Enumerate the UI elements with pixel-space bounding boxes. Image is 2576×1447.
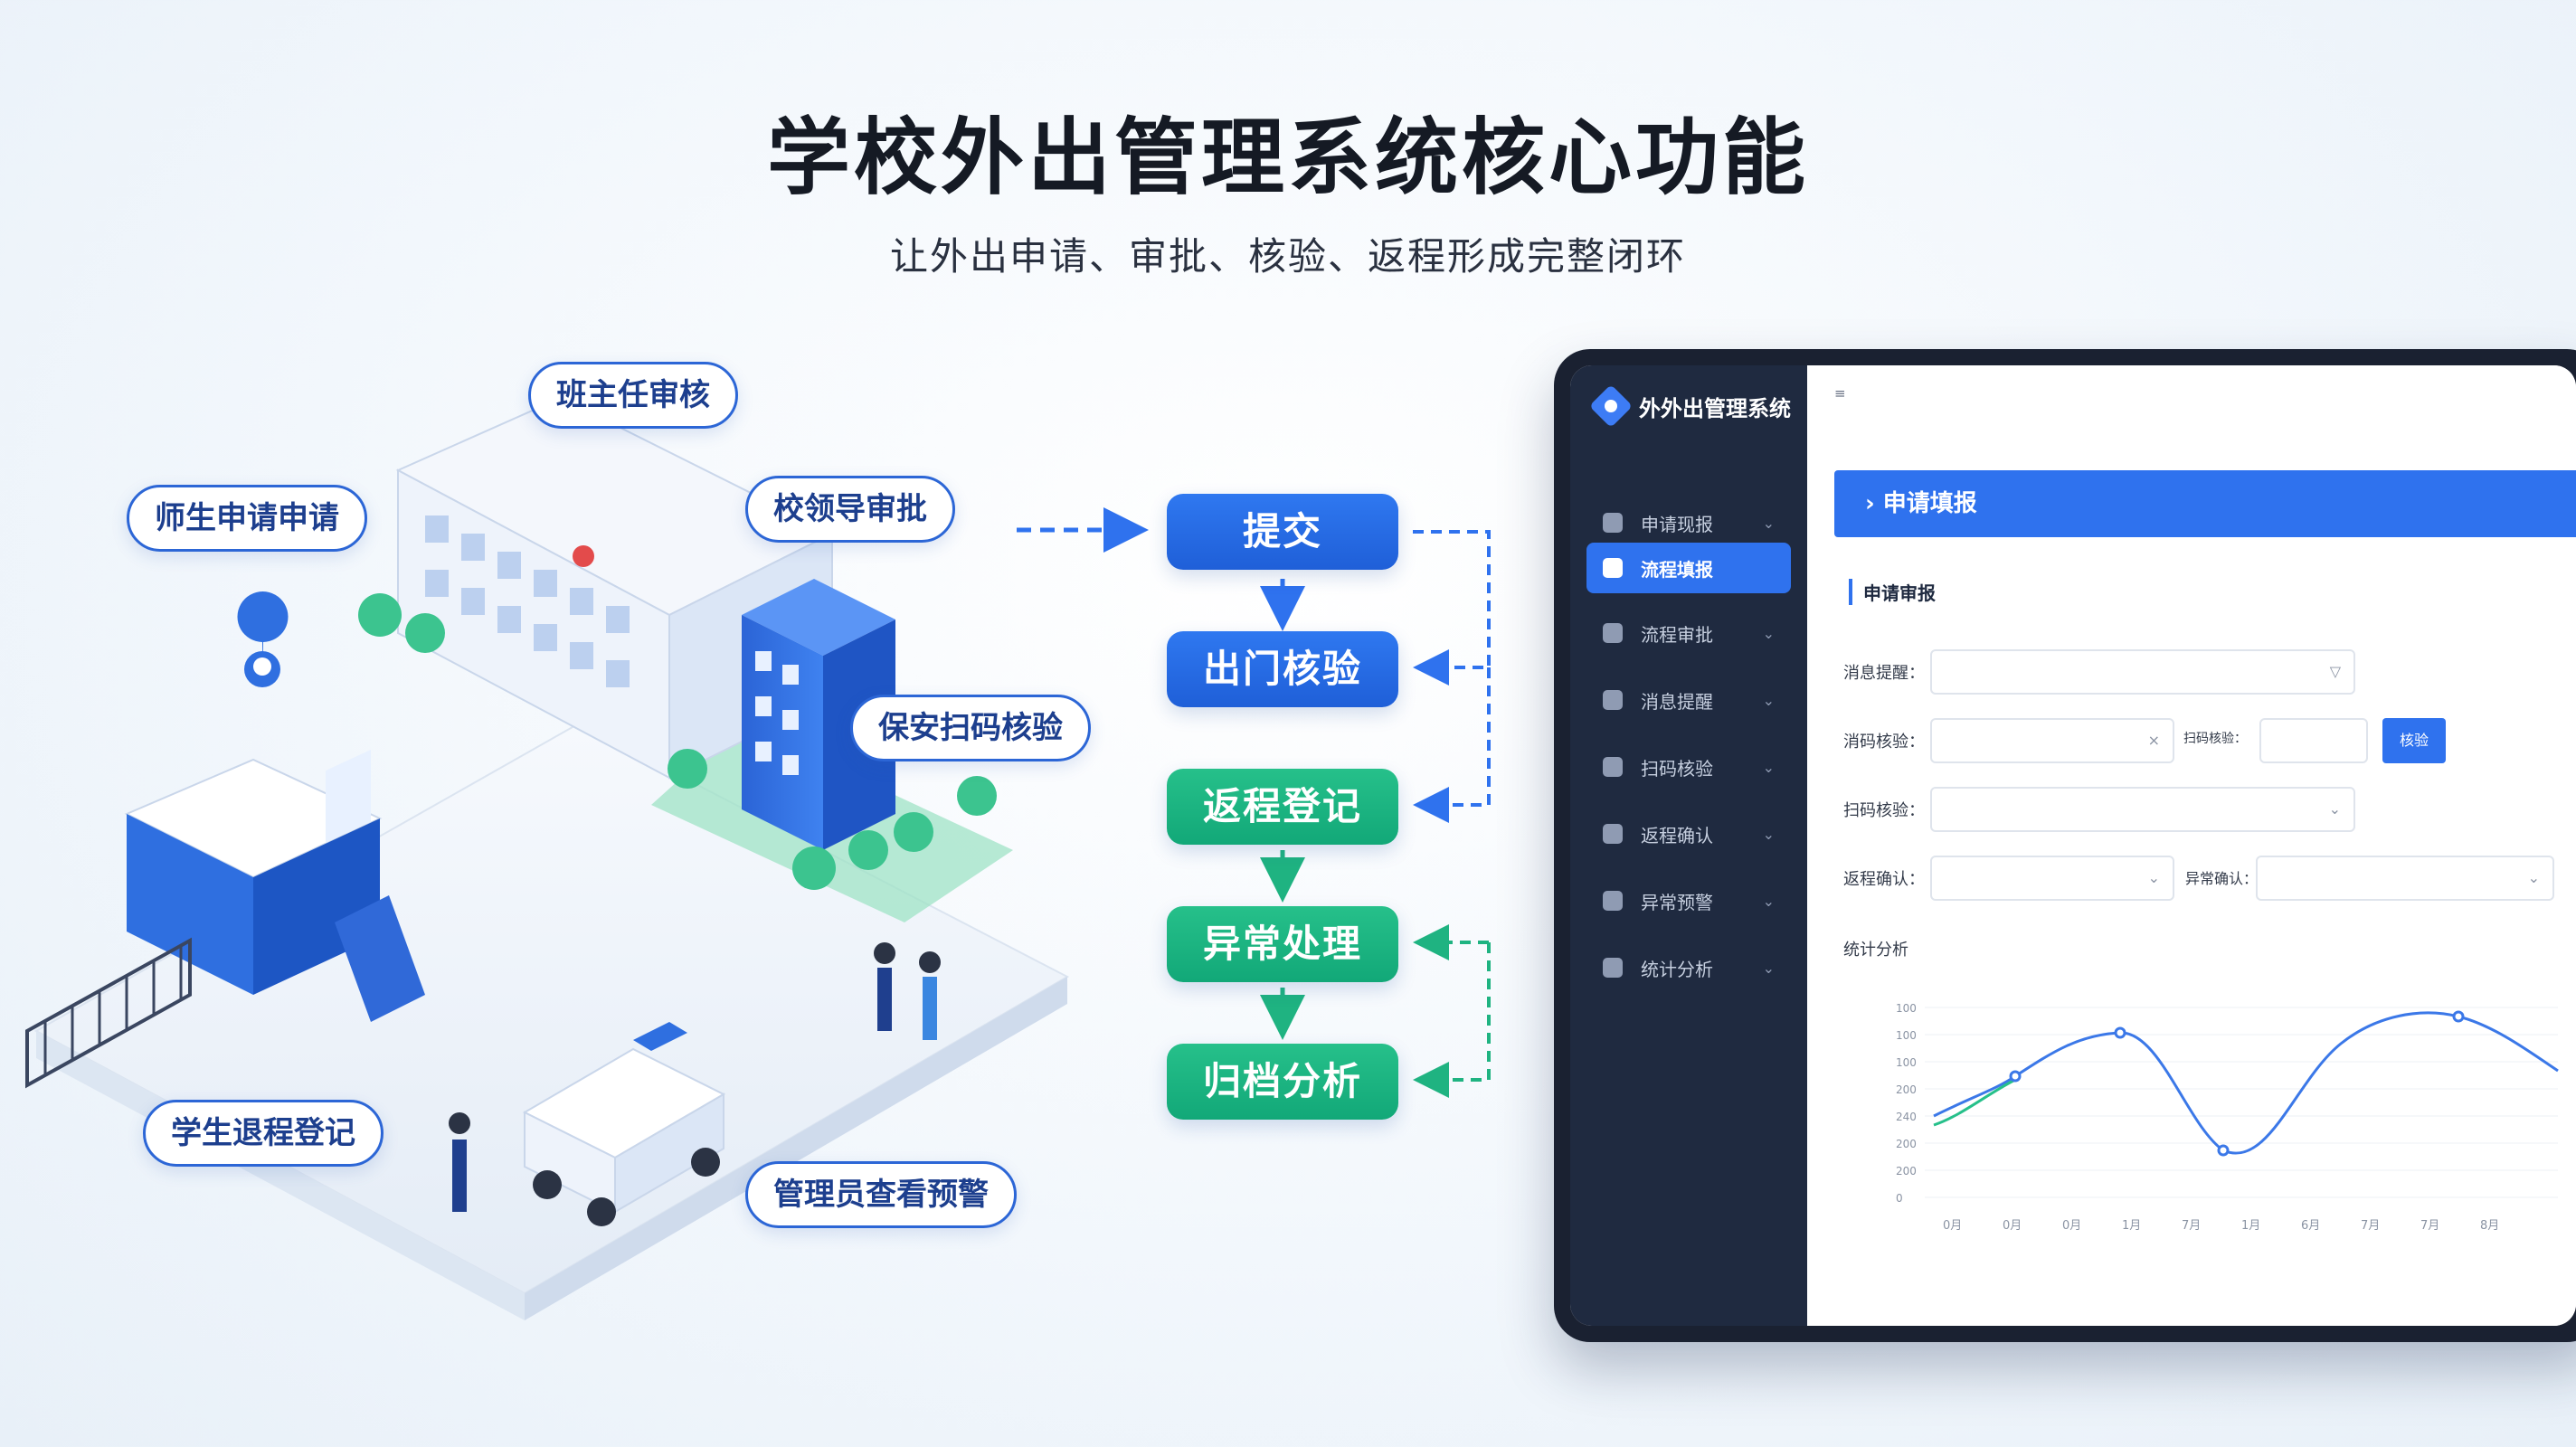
sidebar-item-label: 返程确认	[1641, 824, 1713, 846]
verify-button[interactable]: 核验	[2382, 718, 2446, 763]
sidebar-item-return-confirm[interactable]: 返程确认 ⌄	[1586, 809, 1791, 859]
chevron-down-icon: ⌄	[1762, 825, 1775, 843]
sidebar-item-process-fill[interactable]: 流程填报	[1586, 543, 1791, 593]
scan-code-input[interactable]	[2259, 718, 2368, 763]
exception-confirm-select[interactable]: ⌄	[2256, 856, 2554, 901]
chevron-down-icon: ⌄	[1762, 892, 1775, 910]
page-title: 学校外出管理系统核心功能	[766, 109, 1809, 206]
form-section-title: 申请审报	[1849, 579, 1936, 605]
chart-icon	[1603, 958, 1623, 978]
section-banner[interactable]: › 申请填报	[1834, 470, 2576, 537]
sidebar-item-label: 申请现报	[1641, 513, 1713, 535]
y-tick: 200	[1896, 1138, 1917, 1150]
callout-teacher-student-apply: 师生申请申请	[127, 485, 367, 552]
home-icon	[1603, 513, 1623, 533]
message-reminder-select[interactable]: ▽	[1930, 649, 2355, 695]
chevron-down-icon: ⌄	[2328, 800, 2341, 818]
chevron-down-icon: ⌄	[1762, 514, 1775, 532]
field-label: 返程确认：	[1843, 870, 1925, 889]
sidebar-item-label: 流程填报	[1641, 558, 1713, 581]
y-tick: 0	[1896, 1192, 1903, 1205]
scan-verify-select[interactable]: ⌄	[1930, 787, 2355, 832]
flow-connectors	[1017, 507, 1491, 1098]
breadcrumb[interactable]: ≡	[1834, 385, 1846, 402]
user-alert-icon	[1603, 891, 1623, 911]
gear-icon	[1603, 824, 1623, 844]
y-tick: 100	[1896, 1002, 1917, 1015]
sidebar: 外外出管理系统 申请现报 ⌄ 流程填报 流程审批 ⌄ 消息提醒 ⌄ 扫码核验 ⌄	[1570, 365, 1807, 1326]
sidebar-item-label: 异常预警	[1641, 891, 1713, 913]
field-label: 扫码核验：	[2183, 732, 2247, 746]
x-tick: 7月	[2361, 1219, 2381, 1233]
y-tick: 100	[1896, 1029, 1917, 1042]
chevron-down-icon: ▽	[2329, 663, 2341, 680]
y-tick: 200	[1896, 1165, 1917, 1177]
sidebar-item-exception-alert[interactable]: 异常预警 ⌄	[1586, 875, 1791, 926]
callout-leader-approve: 校领导审批	[745, 476, 955, 543]
field-label: 统计分析	[1843, 941, 1908, 960]
field-label: 异常确认：	[2185, 870, 2259, 887]
callout-head-teacher-review: 班主任审核	[528, 362, 738, 429]
page-subtitle: 让外出申请、审批、核验、返程形成完整闭环	[889, 234, 1686, 279]
callout-admin-alert: 管理员查看预警	[745, 1161, 1017, 1228]
y-tick: 200	[1896, 1083, 1917, 1096]
sidebar-item-label: 消息提醒	[1641, 690, 1713, 713]
field-label: 消息提醒：	[1843, 664, 1925, 683]
code-verify-input[interactable]: ×	[1930, 718, 2174, 763]
x-tick: 0月	[1943, 1219, 1963, 1233]
return-confirm-select[interactable]: ⌄	[1930, 856, 2174, 901]
x-tick: 0月	[2003, 1219, 2022, 1233]
field-label: 扫码核验：	[1843, 801, 1925, 820]
sidebar-item-message-reminder[interactable]: 消息提醒 ⌄	[1586, 675, 1791, 725]
user-icon	[1603, 690, 1623, 710]
x-tick: 7月	[2182, 1219, 2202, 1233]
document-icon	[1603, 558, 1623, 578]
stats-line-chart	[1925, 1007, 2559, 1198]
callout-guard-scan: 保安扫码核验	[850, 695, 1091, 761]
flow-step-return-register: 返程登记	[1167, 769, 1398, 845]
clear-icon[interactable]: ×	[2147, 732, 2160, 749]
chevron-down-icon: ⌄	[1762, 691, 1775, 709]
sidebar-item-apply-report[interactable]: 申请现报 ⌄	[1586, 497, 1791, 548]
app-screen: 外外出管理系统 申请现报 ⌄ 流程填报 流程审批 ⌄ 消息提醒 ⌄ 扫码核验 ⌄	[1570, 365, 2576, 1326]
x-tick: 1月	[2122, 1219, 2142, 1233]
field-label: 消码核验：	[1843, 733, 1925, 752]
x-tick: 1月	[2241, 1219, 2261, 1233]
app-brand[interactable]: 外外出管理系统	[1588, 383, 1791, 429]
chevron-down-icon: ⌄	[2527, 869, 2540, 886]
flow-step-archive: 归档分析	[1167, 1044, 1398, 1120]
x-tick: 7月	[2420, 1219, 2440, 1233]
chevron-down-icon: ⌄	[1762, 959, 1775, 977]
sidebar-item-label: 统计分析	[1641, 958, 1713, 980]
x-tick: 6月	[2301, 1219, 2321, 1233]
chevron-down-icon: ⌄	[1762, 624, 1775, 642]
x-tick: 0月	[2062, 1219, 2082, 1233]
app-brand-name: 外外出管理系统	[1639, 395, 1791, 421]
clipboard-icon	[1603, 623, 1623, 643]
chevron-down-icon: ⌄	[2147, 869, 2160, 886]
flow-step-exit-check: 出门核验	[1167, 631, 1398, 707]
sidebar-item-label: 流程审批	[1641, 623, 1713, 646]
chevron-down-icon: ⌄	[1762, 758, 1775, 776]
main-content: ≡ › 申请填报 申请审报 消息提醒： ▽ 消码核验： × 扫码核验： 核验 扫…	[1807, 365, 2576, 1326]
sidebar-item-process-approve[interactable]: 流程审批 ⌄	[1586, 608, 1791, 658]
sidebar-item-label: 扫码核验	[1641, 757, 1713, 780]
flow-step-submit: 提交	[1167, 494, 1398, 570]
sidebar-item-scan-verify[interactable]: 扫码核验 ⌄	[1586, 742, 1791, 792]
flow-step-exception: 异常处理	[1167, 906, 1398, 982]
y-tick: 240	[1896, 1111, 1917, 1123]
callout-student-return: 学生退程登记	[143, 1100, 384, 1167]
y-tick: 100	[1896, 1056, 1917, 1069]
x-tick: 8月	[2480, 1219, 2500, 1233]
app-logo-icon	[1588, 383, 1634, 429]
sidebar-item-statistics[interactable]: 统计分析 ⌄	[1586, 942, 1791, 993]
scan-icon	[1603, 757, 1623, 777]
